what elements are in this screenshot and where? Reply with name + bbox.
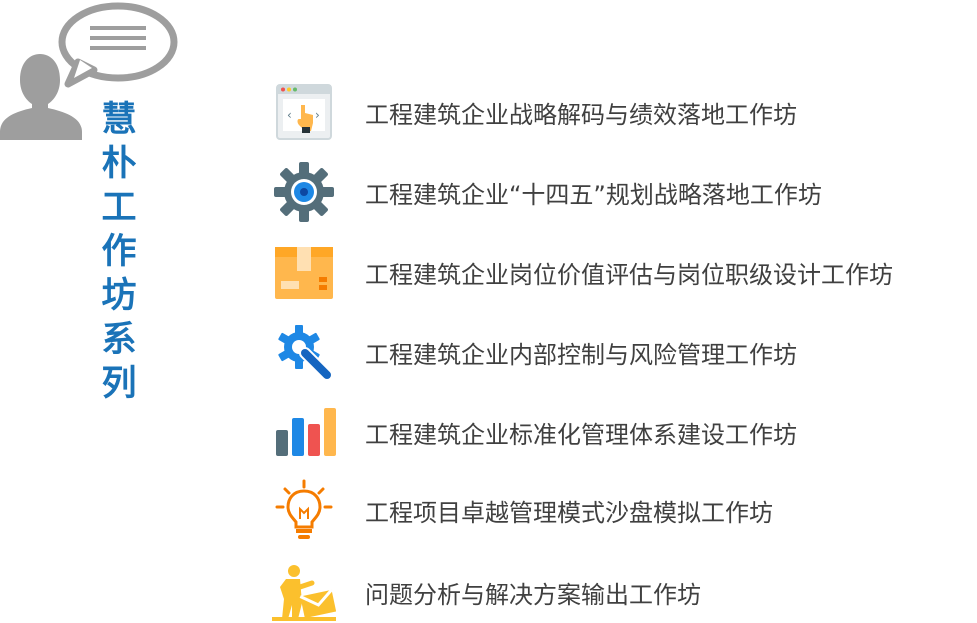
list-item[interactable]: 工程建筑企业标准化管理体系建设工作坊 (272, 402, 972, 462)
list-item[interactable]: 工程建筑企业内部控制与风险管理工作坊 (272, 322, 972, 382)
series-title: 慧 朴 工 作 坊 系 列 (97, 98, 141, 406)
item-label: 工程建筑企业“十四五”规划战略落地工作坊 (365, 180, 822, 209)
list-item[interactable]: 问题分析与解决方案输出工作坊 (272, 562, 972, 622)
svg-text:‹: ‹ (287, 108, 292, 122)
box-icon (272, 242, 336, 302)
worker-envelope-icon (272, 562, 336, 622)
item-label: 工程建筑企业战略解码与绩效落地工作坊 (365, 100, 797, 129)
svg-text:›: › (315, 108, 320, 122)
series-title-char: 作 (101, 232, 137, 272)
item-label: 工程项目卓越管理模式沙盘模拟工作坊 (365, 498, 773, 527)
series-title-char: 系 (101, 320, 137, 360)
web-cursor-icon: ‹ › (272, 82, 336, 142)
bar-chart-icon (272, 402, 336, 462)
list-item[interactable]: 工程项目卓越管理模式沙盘模拟工作坊 (272, 479, 972, 540)
lightbulb-icon (272, 479, 336, 540)
series-title-char: 工 (101, 188, 137, 228)
list-item[interactable]: 工程建筑企业岗位价值评估与岗位职级设计工作坊 (272, 242, 972, 302)
series-title-char: 朴 (101, 144, 137, 184)
item-label: 问题分析与解决方案输出工作坊 (365, 580, 701, 609)
series-title-char: 坊 (101, 276, 137, 316)
list-item[interactable]: ‹ › 工程建筑企业战略解码与绩效落地工作坊 (272, 82, 972, 142)
wrench-gear-icon (272, 322, 336, 382)
person-speech-bubble-icon (0, 2, 178, 140)
series-title-char: 列 (101, 364, 137, 404)
item-label: 工程建筑企业岗位价值评估与岗位职级设计工作坊 (365, 260, 893, 289)
list-item[interactable]: 工程建筑企业“十四五”规划战略落地工作坊 (272, 162, 972, 222)
series-title-char: 慧 (101, 100, 137, 140)
item-label: 工程建筑企业内部控制与风险管理工作坊 (365, 340, 797, 369)
gear-icon (272, 162, 336, 222)
item-label: 工程建筑企业标准化管理体系建设工作坊 (365, 420, 797, 449)
